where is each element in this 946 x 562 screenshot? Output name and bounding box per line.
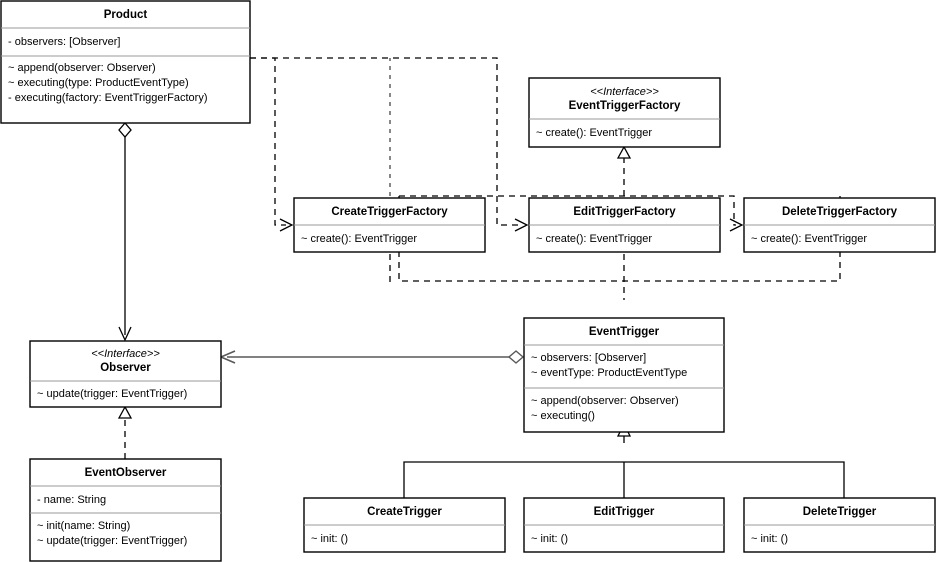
class-box-delete-trigger[interactable]: DeleteTrigger ~ init: () (743, 497, 936, 553)
class-method: ~ init: () (311, 533, 348, 545)
class-method: ~ create(): EventTrigger (536, 233, 652, 245)
edge-product-aggregates-observer (118, 122, 132, 342)
class-box-edit-trigger-factory[interactable]: EditTriggerFactory ~ create(): EventTrig… (528, 197, 721, 253)
class-name-edit-trigger: EditTrigger (594, 506, 655, 518)
class-method: ~ create(): EventTrigger (301, 233, 417, 245)
class-stereotype-interface: <<Interface>> (91, 348, 160, 360)
class-method: ~ append(observer: Observer) (8, 62, 156, 74)
class-name-event-trigger-factory: EventTriggerFactory (569, 100, 681, 112)
class-box-edit-trigger[interactable]: EditTrigger ~ init: () (523, 497, 725, 553)
class-method: ~ append(observer: Observer) (531, 395, 679, 407)
class-attribute: - name: String (37, 494, 106, 506)
class-box-event-observer-frame (29, 458, 222, 562)
edge-edit-trigger-factory-realizes-interface (616, 145, 632, 300)
relationship-layer (117, 57, 845, 498)
class-method: ~ create(): EventTrigger (751, 233, 867, 245)
class-method: ~ executing() (531, 410, 595, 422)
class-box-product-frame (0, 0, 251, 124)
edge-event-observer-realizes-observer (117, 405, 133, 459)
class-box-product[interactable]: Product - observers: [Observer] ~ append… (0, 0, 251, 124)
class-attribute: ~ observers: [Observer] (531, 352, 646, 364)
class-name-delete-trigger-factory: DeleteTriggerFactory (782, 206, 898, 218)
class-attribute: ~ eventType: ProductEventType (531, 367, 687, 379)
class-method: ~ executing(type: ProductEventType) (8, 77, 189, 89)
edge-event-trigger-aggregates-observer (218, 350, 525, 364)
class-name-create-trigger: CreateTrigger (367, 506, 442, 518)
edge-triggers-generalize-event-trigger (403, 422, 845, 498)
class-stereotype-interface: <<Interface>> (590, 86, 659, 98)
class-box-event-trigger-factory[interactable]: <<Interface>> EventTriggerFactory ~ crea… (528, 77, 721, 148)
class-method: ~ init: () (751, 533, 788, 545)
class-name-observer: Observer (100, 362, 151, 374)
class-method: - executing(factory: EventTriggerFactory… (8, 92, 208, 104)
class-name-event-trigger: EventTrigger (589, 326, 660, 338)
class-box-event-trigger-frame (523, 317, 725, 433)
class-attribute: - observers: [Observer] (8, 36, 120, 48)
edge-product-to-delete-trigger-factory (398, 195, 840, 282)
class-box-create-trigger-factory[interactable]: CreateTriggerFactory ~ create(): EventTr… (293, 197, 486, 253)
class-box-create-trigger[interactable]: CreateTrigger ~ init: () (303, 497, 506, 553)
edge-product-to-create-trigger-factory (250, 57, 294, 232)
class-method: ~ init: () (531, 533, 568, 545)
class-name-create-trigger-factory: CreateTriggerFactory (331, 206, 448, 218)
class-method: ~ update(trigger: EventTrigger) (37, 535, 187, 547)
class-method: ~ update(trigger: EventTrigger) (37, 388, 187, 400)
class-name-edit-trigger-factory: EditTriggerFactory (573, 206, 676, 218)
class-box-event-observer[interactable]: EventObserver - name: String ~ init(name… (29, 458, 222, 562)
class-method: ~ create(): EventTrigger (536, 127, 652, 139)
class-name-product: Product (104, 9, 148, 21)
class-box-event-trigger[interactable]: EventTrigger ~ observers: [Observer] ~ e… (523, 317, 725, 433)
edge-product-to-edit-trigger-factory (250, 57, 529, 232)
class-box-delete-trigger-factory[interactable]: DeleteTriggerFactory ~ create(): EventTr… (743, 197, 936, 253)
class-name-event-observer: EventObserver (85, 467, 167, 479)
class-method: ~ init(name: String) (37, 520, 130, 532)
class-box-event-trigger-factory-frame (528, 77, 721, 148)
class-box-observer[interactable]: <<Interface>> Observer ~ update(trigger:… (29, 340, 222, 408)
class-box-observer-frame (29, 340, 222, 408)
class-name-delete-trigger: DeleteTrigger (803, 506, 877, 518)
